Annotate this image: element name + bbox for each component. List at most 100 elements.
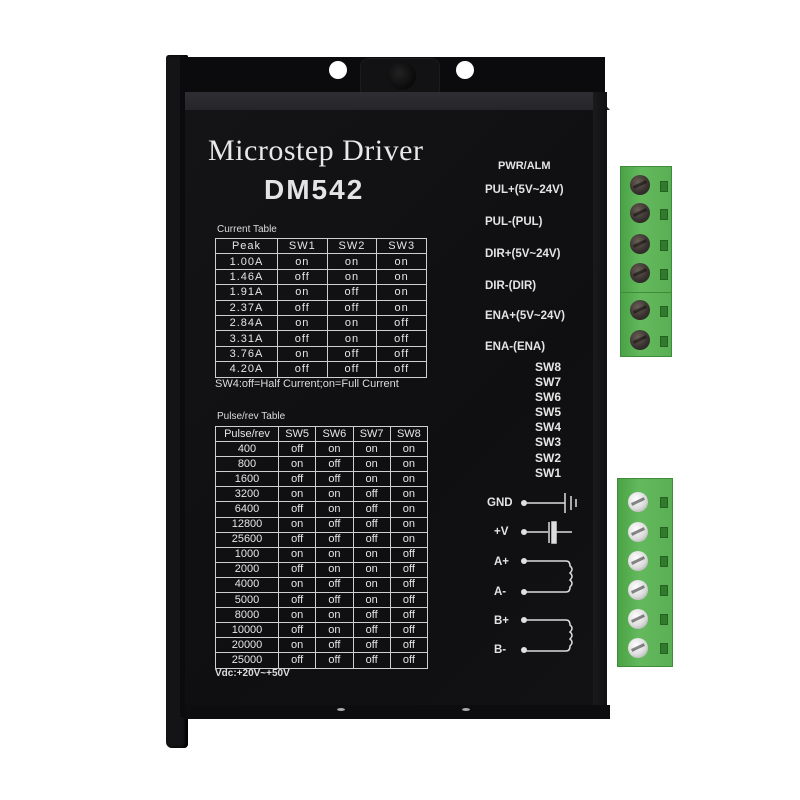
table-cell: on [389, 456, 429, 473]
terminal-screw-a-minus[interactable] [628, 580, 648, 600]
table-cell: on [276, 345, 328, 363]
dip-label-sw7: SW7 [535, 375, 562, 389]
column-header: SW1 [276, 237, 328, 255]
supply-voltage-label: Vdc:+20V~+50V [215, 668, 290, 679]
table-cell: on [326, 268, 378, 286]
terminal-screw-dir-minus[interactable] [630, 263, 650, 283]
table-cell: off [326, 299, 378, 316]
terminal-screw-vplus[interactable] [628, 522, 648, 542]
table-cell: off [389, 622, 429, 639]
signal-label-ena-plus: ENA+(5V~24V) [485, 310, 565, 322]
table-cell: on [326, 314, 378, 332]
terminal-wire-slot [660, 209, 668, 220]
table-cell: on [276, 284, 328, 301]
table-cell: on [352, 471, 391, 488]
table-cell: on [315, 607, 354, 624]
dip-label-sw6: SW6 [535, 390, 562, 404]
terminal-wire-slot [660, 497, 668, 508]
table-cell: on [352, 441, 391, 458]
motor-label-a-minus: A- [494, 586, 507, 598]
signal-label-dir-minus: DIR-(DIR) [485, 280, 537, 292]
terminal-wire-slot [660, 556, 668, 567]
terminal-screw-pul-minus[interactable] [630, 203, 650, 223]
signal-label-pul-minus: PUL-(PUL) [485, 216, 543, 228]
mounting-hole-right [456, 61, 474, 79]
terminal-screw-dir-plus[interactable] [630, 234, 650, 254]
column-header: SW6 [315, 425, 354, 443]
right-bevel [593, 92, 607, 712]
current-table-caption: Current Table [217, 224, 277, 235]
table-cell: 25600 [215, 531, 279, 548]
table-cell: off [276, 330, 328, 347]
device-model: DM542 [264, 174, 365, 205]
dip-label-sw5: SW5 [535, 405, 562, 419]
table-cell: 3.76A [215, 345, 278, 363]
motor-label-b-plus: B+ [494, 615, 510, 627]
table-cell: 3.31A [215, 330, 278, 347]
table-cell: on [389, 501, 429, 518]
table-cell: 25000 [215, 652, 279, 669]
table-cell: 1.91A [215, 284, 278, 301]
table-cell: 10000 [215, 622, 279, 639]
bottom-screw-dot [462, 708, 470, 711]
screw-icon [388, 62, 416, 90]
dip-label-sw2: SW2 [535, 451, 562, 465]
table-cell: on [277, 637, 317, 654]
motor-label-b-minus: B- [494, 644, 507, 656]
terminal-wire-slot [660, 643, 668, 654]
terminal-screw-gnd[interactable] [628, 492, 648, 512]
table-cell: off [352, 637, 391, 654]
table-cell: on [315, 441, 354, 458]
top-bevel [185, 92, 610, 110]
table-cell: off [276, 299, 328, 316]
table-cell: off [352, 652, 391, 669]
power-label-gnd: GND [487, 497, 513, 509]
table-cell: 2.37A [215, 299, 278, 316]
terminal-screw-a-plus[interactable] [628, 551, 648, 571]
table-cell: on [376, 284, 427, 301]
current-note: SW4:off=Half Current;on=Full Current [215, 378, 399, 390]
table-cell: off [315, 516, 354, 533]
signal-label-ena-minus: ENA-(ENA) [485, 341, 546, 353]
dip-label-sw8: SW8 [535, 360, 562, 374]
terminal-screw-b-plus[interactable] [628, 609, 648, 629]
dip-label-sw4: SW4 [535, 420, 562, 434]
table-cell: on [326, 330, 378, 347]
dip-label-sw3: SW3 [535, 435, 562, 449]
motor-label-a-plus: A+ [494, 556, 510, 568]
table-cell: on [277, 546, 317, 563]
table-cell: 20000 [215, 637, 279, 654]
table-cell: off [389, 546, 429, 563]
table-cell: off [376, 345, 427, 363]
bottom-screw-dot [337, 708, 345, 711]
terminal-screw-b-minus[interactable] [628, 638, 648, 658]
bottom-lip [185, 705, 610, 719]
terminal-screw-ena-plus[interactable] [630, 300, 650, 320]
table-header-row: Pulse/rev SW5 SW6 SW7 SW8 [215, 425, 429, 443]
terminal-screw-ena-minus[interactable] [630, 330, 650, 350]
terminal-wire-slot [660, 336, 668, 347]
table-cell: 12800 [215, 516, 279, 533]
terminal-wire-slot [660, 181, 668, 192]
table-cell: on [276, 253, 328, 270]
terminal-wire-slot [660, 240, 668, 251]
terminal-wire-slot [660, 527, 668, 538]
terminal-screw-pul-plus[interactable] [630, 175, 650, 195]
table-cell: on [315, 561, 354, 578]
table-cell: off [276, 268, 328, 286]
table-cell: off [376, 330, 427, 347]
